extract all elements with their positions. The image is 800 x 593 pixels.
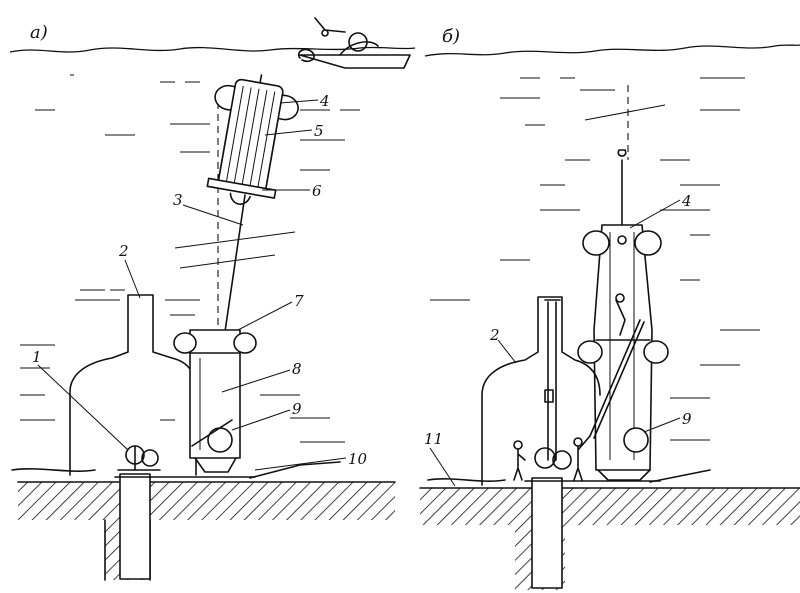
callout-a-10: 10 (348, 450, 368, 468)
callout-b-4: 4 (681, 192, 692, 210)
callout-a-4: 4 (319, 92, 330, 110)
water-dashes (20, 74, 360, 443)
callout-a-8: 8 (292, 360, 302, 378)
callout-b-11: 11 (424, 430, 443, 448)
water-dashes-b (430, 77, 760, 441)
callout-a-3: 3 (173, 191, 183, 209)
panel-b (419, 44, 800, 590)
callout-a-1: 1 (32, 348, 42, 366)
leader-lines-b (429, 199, 681, 487)
water-surface-b (424, 44, 800, 57)
callout-a-5: 5 (314, 122, 324, 140)
labels: a) б) 1 2 3 4 5 6 7 8 9 10 2 4 9 11 (30, 22, 692, 468)
diving-bell-tilted (206, 74, 299, 205)
device-1 (117, 445, 161, 471)
structure-2-b (481, 296, 601, 486)
workers (513, 435, 591, 481)
panel-label-b: б) (442, 26, 460, 47)
water-surface (9, 46, 416, 53)
callout-b-9: 9 (682, 410, 692, 428)
panel-a (9, 17, 416, 581)
leader-lines-a (37, 99, 347, 471)
callout-a-6: 6 (312, 182, 322, 200)
chamber-7 (173, 329, 257, 473)
boat (297, 17, 411, 69)
callout-a-9: 9 (292, 400, 302, 418)
callout-a-7: 7 (294, 292, 304, 310)
callout-a-2: 2 (118, 242, 129, 260)
panel-label-a: a) (30, 22, 48, 43)
seabed-b (419, 469, 800, 590)
structure-2 (69, 294, 197, 476)
seabed-a (11, 461, 396, 581)
callout-b-2: 2 (489, 326, 500, 344)
diving-bell-vertical (577, 224, 669, 481)
